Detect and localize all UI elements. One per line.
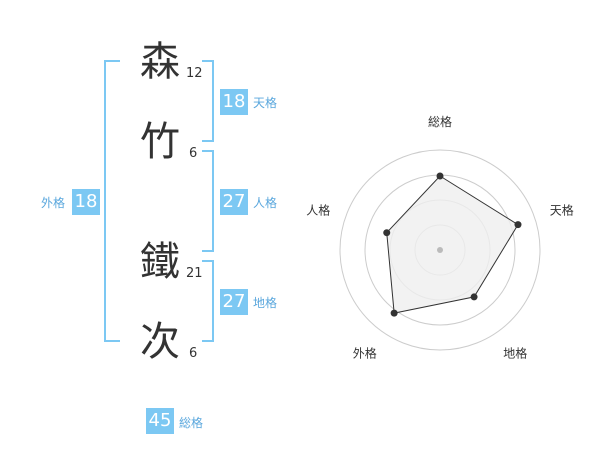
radar-center-dot <box>437 247 443 253</box>
chikaku-label: 地格 <box>253 296 278 310</box>
radar-point-5 <box>383 229 391 237</box>
stroke-count-2: 6 <box>189 146 198 161</box>
radar-axis-label-2: 天格 <box>550 202 574 217</box>
stroke-count-4: 6 <box>189 346 198 361</box>
jinkaku-label: 人格 <box>253 196 278 210</box>
soukaku-label: 総格 <box>179 416 204 430</box>
radar-point-1 <box>436 172 444 180</box>
tenkaku-bracket <box>202 60 214 142</box>
stroke-count-3: 21 <box>186 266 203 281</box>
radar-axis-label-3: 地格 <box>503 346 527 361</box>
name-char-2: 竹 <box>140 119 180 165</box>
radar-axis-label-4: 外格 <box>353 346 377 361</box>
radar-data-polygon <box>386 175 519 314</box>
name-char-4: 次 <box>140 319 180 365</box>
radar-grid-ring <box>339 149 541 351</box>
jinkaku-bracket <box>202 150 214 252</box>
stroke-count-1: 12 <box>186 66 203 81</box>
radar-point-2 <box>514 221 522 229</box>
name-char-3: 鐵 <box>140 239 180 285</box>
jinkaku-value: 27 <box>220 189 248 215</box>
radar-point-3 <box>470 293 478 301</box>
soukaku-value: 45 <box>146 408 174 434</box>
gaikaku-bracket <box>104 60 120 342</box>
radar-point-4 <box>390 309 398 317</box>
chikaku-value: 27 <box>220 289 248 315</box>
radar-axis-label-1: 総格 <box>428 114 452 129</box>
radar-axis-label-5: 人格 <box>306 202 330 217</box>
name-char-1: 森 <box>140 39 180 85</box>
chikaku-bracket <box>202 260 214 342</box>
tenkaku-value: 18 <box>220 89 248 115</box>
tenkaku-label: 天格 <box>253 96 278 110</box>
gaikaku-label: 外格 <box>41 196 66 210</box>
gaikaku-value: 18 <box>72 189 100 215</box>
